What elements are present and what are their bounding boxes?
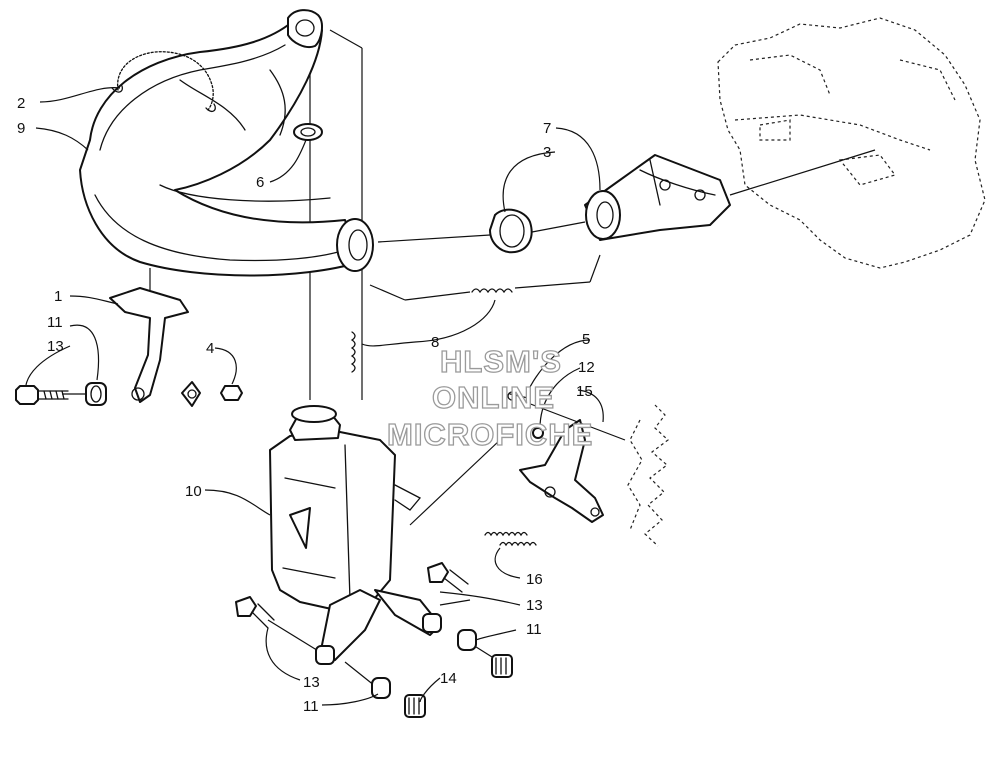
callout-6: 6 [256, 174, 264, 191]
alignment-lines [62, 29, 876, 691]
callout-9: 9 [17, 120, 25, 137]
callout-2: 2 [17, 95, 25, 112]
chamber-spring-hooks [111, 51, 216, 113]
gasket [293, 123, 323, 141]
callout-1: 1 [54, 288, 62, 305]
watermark-line-2: ONLINE [432, 380, 555, 415]
callout-7: 7 [543, 120, 551, 137]
frame-outline [627, 404, 669, 547]
callout-5: 5 [582, 331, 590, 348]
callout-10: 10 [185, 483, 202, 500]
bracket-springs [484, 531, 537, 547]
engine-outline [717, 17, 986, 269]
callout-16: 16 [526, 571, 543, 588]
springs [350, 288, 513, 373]
left-hardware [15, 381, 243, 407]
expansion-chamber [79, 9, 374, 277]
callout-14: 14 [440, 670, 457, 687]
callout-13-left: 13 [47, 338, 64, 355]
right-bracket [507, 391, 604, 523]
exhaust-manifold [584, 154, 731, 241]
callout-8: 8 [431, 334, 439, 351]
callout-11-right: 11 [526, 621, 542, 638]
callout-labels: 1 2 9 11 13 4 6 3 7 8 5 12 15 10 16 13 1… [17, 95, 595, 715]
mount-bracket [109, 287, 189, 403]
callout-13-right: 13 [526, 597, 543, 614]
lower-hardware [235, 562, 513, 718]
watermark-line-3: MICROFICHE [387, 417, 593, 452]
callout-13-bottom: 13 [303, 674, 320, 691]
callout-3: 3 [543, 144, 551, 161]
callout-11-bottom: 11 [303, 698, 319, 715]
watermark-line-1: HLSM'S [440, 344, 562, 379]
sleeve [489, 208, 533, 254]
callout-15: 15 [576, 383, 593, 400]
callout-4: 4 [206, 340, 214, 357]
callout-leaders [25, 87, 604, 706]
watermark: HLSM'S ONLINE MICROFICHE [386, 343, 593, 452]
callout-12: 12 [578, 359, 595, 376]
callout-11-left: 11 [47, 314, 63, 331]
